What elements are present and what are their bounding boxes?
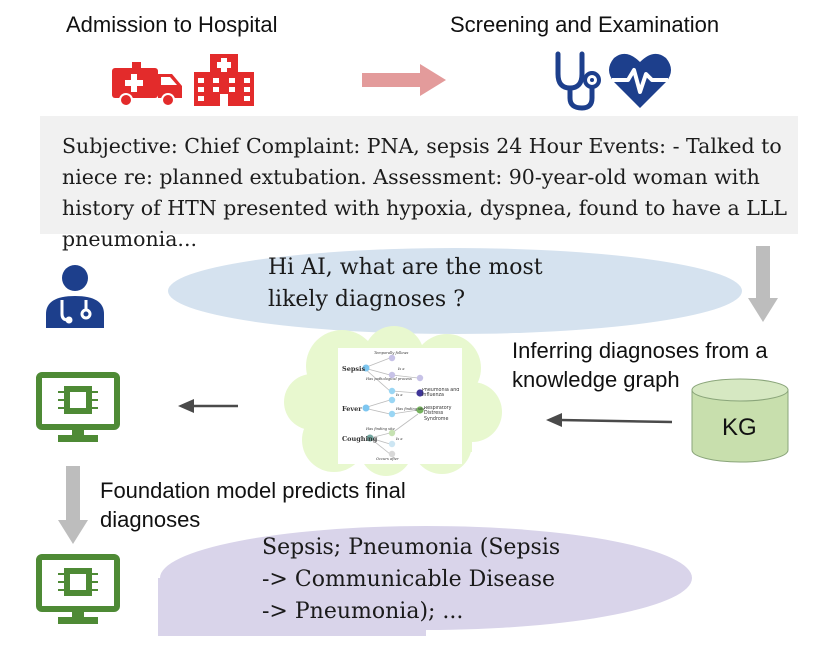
graph-thumbnail: Sepsis Fever Coughing Temporally follows… xyxy=(338,348,462,464)
edge-is-a-3: Is a xyxy=(395,437,403,441)
admission-label: Admission to Hospital xyxy=(66,12,278,37)
edge-has-finding-site-2: Has finding site xyxy=(365,427,395,431)
arrow-to-model xyxy=(178,399,238,413)
edge-occurs-after: Occurs after xyxy=(376,457,399,461)
question-line-1: Hi AI, what are the most xyxy=(268,255,543,280)
node-pneumonia: Pneumonia and Influenza xyxy=(422,388,460,399)
doctor-icon xyxy=(46,265,104,328)
answer-line-2: -> Communicable Disease xyxy=(262,567,556,592)
edge-temporally-follows: Temporally follows xyxy=(374,351,408,355)
answer-bubble xyxy=(158,526,692,636)
arrow-kg-to-graph xyxy=(546,413,673,427)
answer-line-1: Sepsis; Pneumonia (Sepsis xyxy=(262,535,561,560)
ai-monitor-icon xyxy=(36,372,120,442)
ai-monitor-icon-final xyxy=(36,554,120,624)
down-arrow-right xyxy=(748,246,778,322)
hospital-icon xyxy=(194,54,254,106)
kg-step-label: Inferring diagnoses from a knowledge gra… xyxy=(512,336,768,394)
node-fever: Fever xyxy=(342,405,362,413)
edge-has-finding-site-1: Has finding site xyxy=(395,407,425,411)
answer-text: Sepsis; Pneumonia (Sepsis -> Communicabl… xyxy=(262,532,560,628)
prediction-step-line-1: Foundation model predicts final xyxy=(100,478,406,503)
prediction-step-line-2: diagnoses xyxy=(100,507,201,532)
answer-line-3: -> Pneumonia); ... xyxy=(262,599,464,624)
prediction-step-label: Foundation model predicts final diagnose… xyxy=(100,476,406,534)
node-coughing: Coughing xyxy=(342,435,378,443)
down-arrow-left xyxy=(58,466,88,544)
edge-is-a-2: Is a xyxy=(395,393,403,397)
heartbeat-icon xyxy=(609,53,671,108)
stethoscope-icon xyxy=(555,51,601,111)
kg-step-line-1: Inferring diagnoses from a xyxy=(512,338,768,363)
screening-label: Screening and Examination xyxy=(450,12,720,37)
edge-is-a-1: Is a xyxy=(397,367,405,371)
question-line-2: likely diagnoses ? xyxy=(268,287,466,312)
database-icon xyxy=(691,378,789,463)
flow-arrow-right xyxy=(362,64,446,96)
clinical-note-panel xyxy=(40,116,798,234)
kg-step-line-2: knowledge graph xyxy=(512,367,680,392)
node-sepsis: Sepsis xyxy=(342,365,366,373)
node-respiratory-distress: Respiratory Distress Syndrome xyxy=(424,406,452,422)
kg-label: KG xyxy=(722,414,757,441)
question-text: Hi AI, what are the most likely diagnose… xyxy=(268,252,543,316)
question-bubble xyxy=(168,248,742,334)
ambulance-icon xyxy=(112,62,182,107)
edge-has-pathological-process: Has pathological process xyxy=(365,377,412,381)
clinical-note-text: Subjective: Chief Complaint: PNA, sepsis… xyxy=(62,134,788,251)
